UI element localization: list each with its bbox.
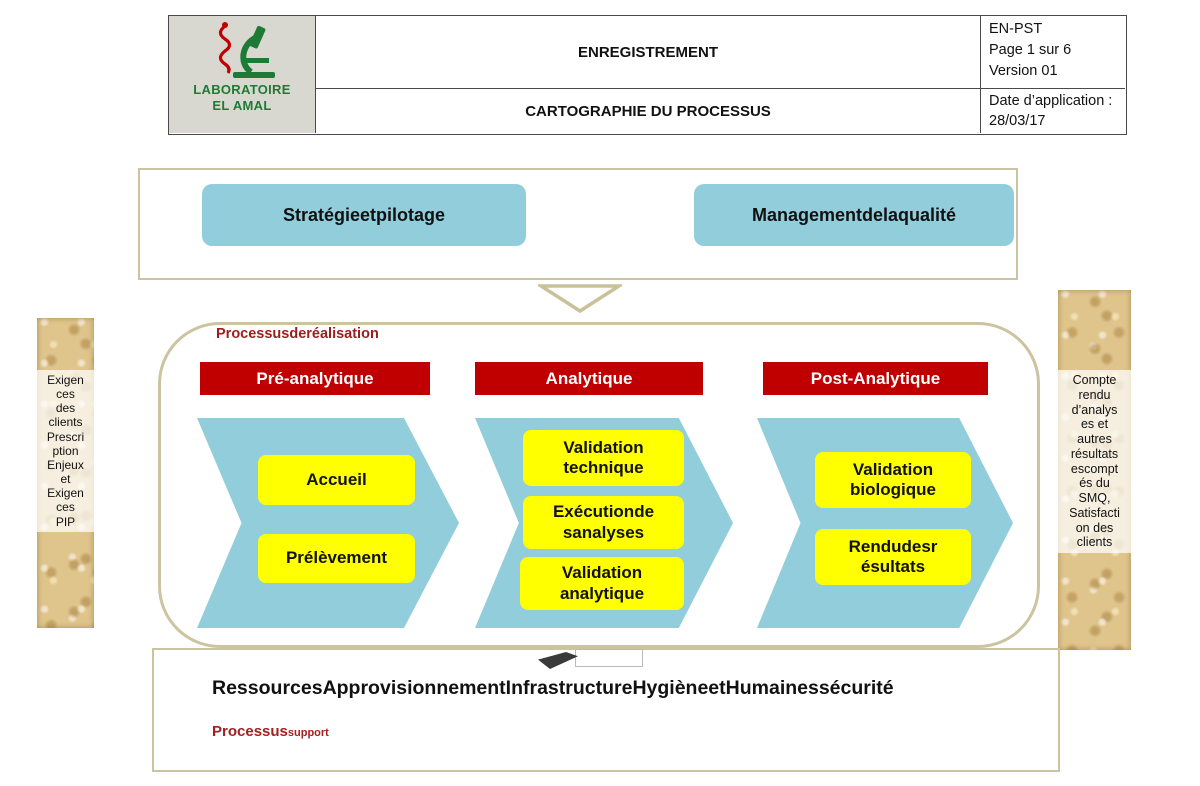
doc-ref: EN-PST (989, 21, 1043, 37)
lab-logo: LABORATOIRE EL AMAL (169, 16, 316, 133)
logo-line1: LABORATOIRE (193, 82, 291, 97)
results-output-text: Compte rendu d’analys es et autres résul… (1058, 370, 1131, 553)
document-header-table: LABORATOIRE EL AMAL ENREGISTREMENT CARTO… (168, 15, 1127, 135)
step-validation-analytique: Validation analytique (520, 557, 684, 610)
client-requirements-strip: Exigen ces des clients Prescri ption Enj… (37, 318, 94, 628)
realization-label: Processusderéalisation (216, 326, 379, 342)
doc-version: Version 01 (989, 63, 1058, 80)
results-output-strip: Compte rendu d’analys es et autres résul… (1058, 290, 1131, 650)
step-validation-biologique: Validation biologique (815, 452, 971, 508)
step-rendu-resultats: Rendudesr ésultats (815, 529, 971, 585)
step-prelevement: Prélèvement (258, 534, 415, 583)
doc-date-value: 28/03/17 (989, 113, 1046, 130)
support-label-sub: support (287, 727, 329, 739)
step-execution-analyses: Exécutionde sanalyses (523, 496, 684, 549)
doc-subtitle: CARTOGRAPHIE DU PROCESSUS (525, 102, 771, 120)
strategy-pilotage-box: Stratégieetpilotage (202, 184, 526, 246)
doc-type-title: ENREGISTREMENT (316, 16, 980, 89)
logo-text: LABORATOIRE EL AMAL (193, 82, 290, 115)
down-arrow-icon (538, 284, 622, 314)
support-label-main: Processus (212, 723, 288, 740)
logo-line2: EL AMAL (212, 98, 272, 114)
phase-header-pre-analytique: Pré-analytique (200, 362, 430, 395)
support-band: RessourcesApprovisionnementInfrastructur… (152, 648, 1060, 772)
doc-date-block: Date d’application : 28/03/17 (980, 89, 1125, 133)
doc-meta-block: EN-PST Page 1 sur 6 Version 01 (980, 16, 1125, 89)
doc-date-label: Date d’application : (989, 93, 1113, 109)
support-process-label: Processussupport (212, 723, 329, 741)
client-requirements-text: Exigen ces des clients Prescri ption Enj… (37, 370, 94, 532)
small-arrow-tail (575, 649, 643, 667)
step-accueil: Accueil (258, 455, 415, 505)
phase-header-post-analytique: Post-Analytique (763, 362, 988, 395)
step-validation-technique: Validation technique (523, 430, 684, 486)
doc-page-number: Page 1 sur 6 (989, 42, 1072, 59)
phase-header-analytique: Analytique (475, 362, 703, 395)
quality-management-box: Managementdelaqualité (694, 184, 1014, 246)
management-band: Stratégieetpilotage Managementdelaqualit… (138, 168, 1018, 280)
microscope-caduceus-icon (218, 22, 275, 78)
support-resources-text: RessourcesApprovisionnementInfrastructur… (212, 677, 894, 699)
